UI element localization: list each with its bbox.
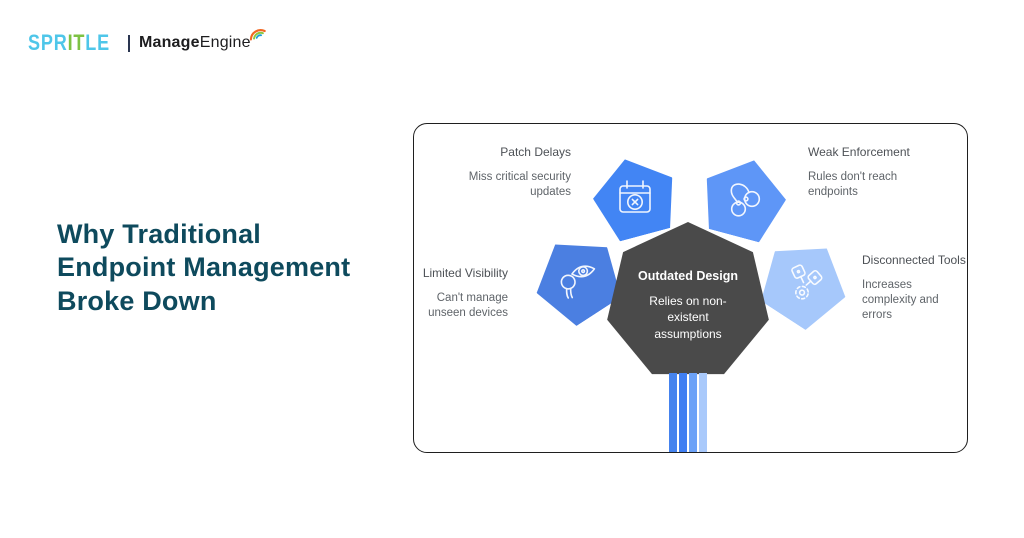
eye-magnifier-icon — [548, 249, 606, 307]
calendar-x-icon — [611, 173, 659, 221]
manageengine-swoosh-icon — [249, 29, 266, 41]
pentagon-limited-visibility — [520, 222, 634, 335]
diagram-card: Patch Delays Miss critical security upda… — [413, 123, 968, 453]
label-patch-delays-title: Patch Delays — [500, 145, 571, 159]
brand-divider — [127, 34, 130, 52]
spritle-logo-it-text: IT — [67, 30, 86, 55]
page-title-line-1: Why Traditional — [57, 219, 262, 249]
pentagon-patch-delays — [585, 149, 684, 246]
page-title-line-3: Broke Down — [57, 285, 217, 316]
trunk-stripe — [699, 373, 707, 452]
spritle-logo-text-end: LE — [85, 30, 110, 55]
trunk-stripe — [669, 373, 677, 452]
label-weak-enforcement-desc: Rules don't reach endpoints — [808, 170, 898, 198]
label-patch-delays: Patch Delays Miss critical security upda… — [431, 145, 571, 200]
label-disconnected-tools: Disconnected Tools Increases complexity … — [862, 253, 966, 323]
label-weak-enforcement-title: Weak Enforcement — [808, 145, 910, 159]
trunk-stripe — [679, 373, 687, 452]
manageengine-regular-text: Engine — [199, 34, 251, 51]
label-limited-visibility-title: Limited Visibility — [422, 266, 508, 280]
tools-gear-icon — [776, 253, 834, 311]
center-heptagon: Outdated Design Relies on non-existent a… — [607, 222, 769, 375]
page-title-line-2: Endpoint Management — [57, 252, 351, 283]
label-disconnected-tools-desc: Increases complexity and errors — [862, 278, 939, 321]
manageengine-logo: ManageEngine — [138, 29, 266, 51]
label-weak-enforcement: Weak Enforcement Rules don't reach endpo… — [808, 145, 926, 200]
manageengine-bold-text: Manage — [138, 34, 200, 51]
page-title: Why Traditional Endpoint Management Brok… — [57, 218, 397, 318]
brand-logos: SPRITLE ManageEngine — [28, 29, 266, 56]
label-limited-visibility: Limited Visibility Can't manage unseen d… — [418, 266, 508, 321]
spritle-logo: SPRITLE — [28, 32, 110, 54]
label-patch-delays-desc: Miss critical security updates — [468, 170, 571, 198]
spritle-logo-text: SPR — [28, 30, 68, 55]
pentagon-weak-enforcement — [694, 150, 793, 247]
trunk-stripe — [689, 373, 697, 452]
center-desc: Relies on non-existent assumptions — [649, 294, 727, 341]
center-title: Outdated Design — [637, 269, 738, 283]
pentagon-disconnected-tools — [748, 226, 862, 339]
label-disconnected-tools-title: Disconnected Tools — [862, 253, 966, 267]
trunk-stripes — [669, 373, 707, 452]
label-limited-visibility-desc: Can't manage unseen devices — [428, 291, 508, 319]
handcuffs-icon — [720, 174, 768, 222]
